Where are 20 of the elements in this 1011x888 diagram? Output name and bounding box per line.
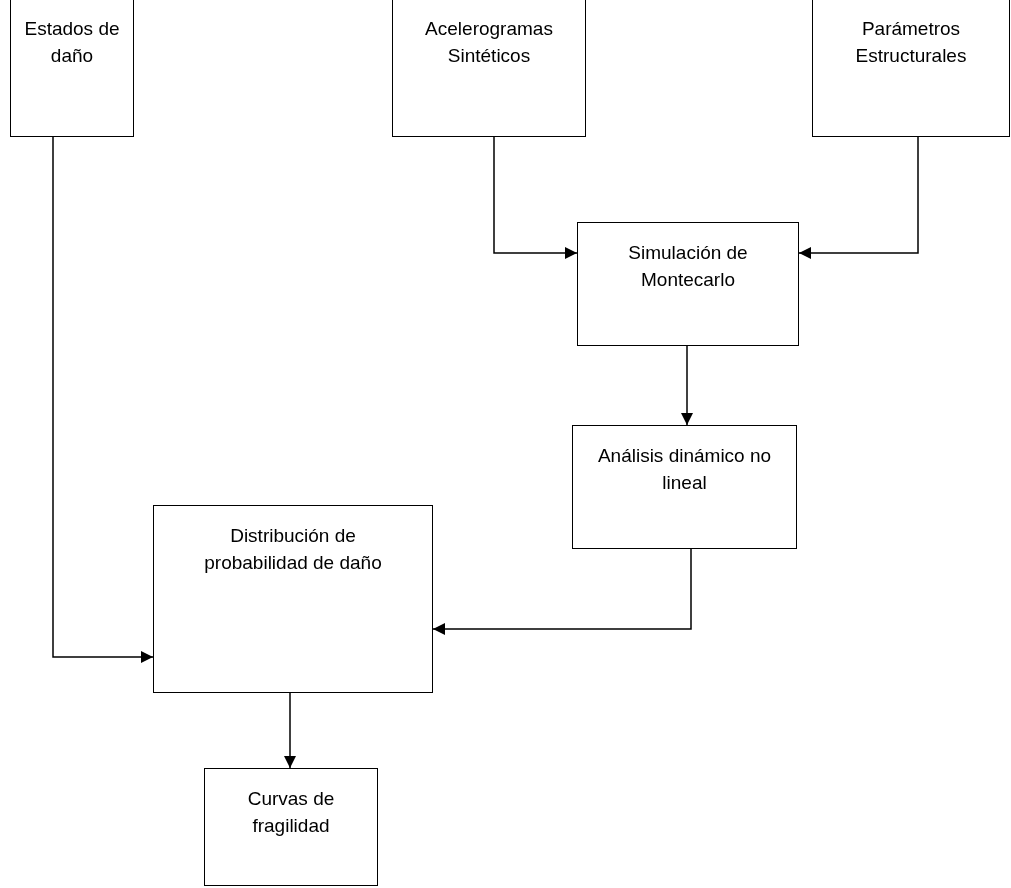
box-label: Simulación de Montecarlo (627, 241, 749, 292)
box-label: Curvas de fragilidad (246, 787, 336, 838)
arrow (432, 548, 692, 635)
arrow (284, 692, 296, 769)
arrow (52, 136, 154, 663)
box-label: Acelerogramas Sintéticos (424, 17, 554, 68)
arrow (493, 136, 578, 259)
process-box (577, 222, 799, 346)
process-box (10, 0, 134, 137)
box-label: Estados de daño (23, 17, 121, 68)
box-label: Análisis dinámico no lineal (596, 444, 773, 495)
process-box (572, 425, 797, 549)
box-label: Parámetros Estructurales (854, 17, 968, 68)
arrow (798, 136, 919, 259)
process-box (812, 0, 1010, 137)
process-box (392, 0, 586, 137)
box-label: Distribución de probabilidad de daño (203, 524, 383, 575)
arrow (681, 345, 693, 426)
process-box (153, 505, 433, 693)
process-box (204, 768, 378, 886)
